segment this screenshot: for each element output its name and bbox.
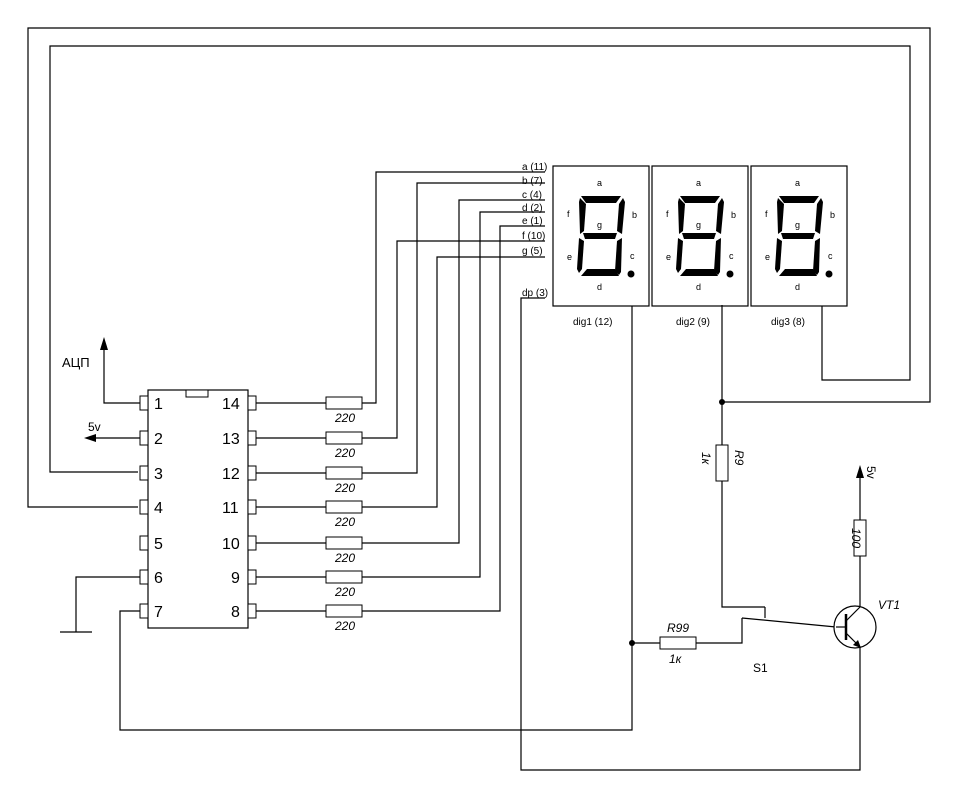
ic-pin-label: 11 (222, 500, 239, 517)
segment-letter: b (632, 210, 637, 220)
ic-pin-label: 4 (154, 500, 163, 517)
segment-letter: d (696, 282, 701, 292)
segment-letter: b (830, 210, 835, 220)
ic-pin-label: 14 (222, 396, 240, 413)
ic-pin-label: 12 (222, 466, 240, 483)
segment-line-label: d (2) (522, 203, 543, 214)
seven-segment-digit-3: a b c d e f g (750, 165, 848, 307)
ic-pin-label: 2 (154, 431, 163, 448)
arrow-up-icon (100, 337, 108, 350)
resistor-r9-value: 1к (699, 452, 713, 466)
segment-line-label: f (10) (522, 231, 545, 242)
segment-letter: c (630, 251, 635, 261)
segment-letter: e (567, 252, 572, 262)
segment-letter: f (666, 209, 669, 219)
switch-label: S1 (753, 661, 768, 675)
segment-letter: d (795, 282, 800, 292)
wire-pin7-dig1 (119, 305, 633, 731)
resistor-value: 220 (334, 585, 355, 599)
segment-letter: e (765, 252, 770, 262)
digit-label: dig3 (8) (771, 317, 805, 328)
resistor-r9-name: R9 (732, 450, 746, 466)
seven-segment-digit-2: a b c d e f g (651, 165, 749, 307)
ic-pin-label: 3 (154, 466, 163, 483)
supply-label-right: 5v (864, 466, 878, 479)
resistor-r9 (715, 444, 729, 482)
arrow-left-icon (84, 434, 96, 442)
ic-pin-label: 13 (222, 431, 240, 448)
resistor-value: 220 (334, 551, 355, 565)
digit-label: dig1 (12) (573, 317, 612, 328)
resistor-100-value: 100 (849, 528, 863, 548)
wire-dp (520, 297, 861, 771)
adc-label: АЦП (62, 355, 90, 370)
segment-letter: f (765, 209, 768, 219)
resistor-value: 220 (334, 411, 355, 425)
ic-pin-label: 6 (154, 570, 163, 587)
switch-s1-blade (741, 617, 837, 628)
ic-left-pin-stubs (139, 395, 149, 619)
junction-dot (719, 399, 725, 405)
segment-letter: a (597, 178, 602, 188)
ic-pin-label: 9 (231, 570, 240, 587)
segment-letter: d (597, 282, 602, 292)
segment-letter: e (666, 252, 671, 262)
segment-letter: a (696, 178, 701, 188)
ic-chip: 1 2 3 4 5 6 7 14 13 12 11 10 9 8 (139, 389, 257, 629)
transistor-label: VT1 (878, 598, 900, 612)
segment-letter: c (828, 251, 833, 261)
segment-letter: b (731, 210, 736, 220)
wire-adc (103, 350, 140, 404)
segment-letter: f (567, 209, 570, 219)
segment-line-label: b (7) (522, 176, 543, 187)
segment-line-label: e (1) (522, 216, 543, 227)
ic-pin-label: 5 (154, 536, 163, 553)
resistor-r99-name: R99 (667, 621, 689, 635)
ic-pin-label: 10 (222, 536, 240, 553)
resistor-r99 (659, 636, 697, 650)
segment-letter: g (795, 220, 800, 230)
segment-resistors: 220 220 220 220 220 220 220 (256, 171, 861, 771)
wire-ground (75, 576, 140, 632)
wire-r9-switch (721, 481, 765, 608)
ic-pin-label: 8 (231, 604, 240, 621)
resistor-value: 220 (334, 481, 355, 495)
segment-letter: a (795, 178, 800, 188)
segment-letter: g (597, 220, 602, 230)
segment-line-label: a (11) (522, 162, 547, 173)
ic-pin-label: 7 (154, 604, 163, 621)
segment-letter: g (696, 220, 701, 230)
segment-line-label: dp (3) (522, 288, 548, 299)
emitter-arrow-icon (853, 640, 861, 648)
resistor-value: 220 (334, 515, 355, 529)
segment-letter: c (729, 251, 734, 261)
resistor-value: 220 (334, 446, 355, 460)
supply-label-left: 5v (88, 420, 101, 434)
arrow-up-icon (856, 465, 864, 478)
wire-r99-switch (696, 618, 743, 644)
ic-pin-label: 1 (154, 396, 163, 413)
ic-right-pin-stubs (247, 395, 257, 619)
seven-segment-digit-1: a b c d e f g (552, 165, 650, 307)
segment-line-label: c (4) (522, 190, 542, 201)
segment-line-label: g (5) (522, 246, 543, 257)
resistor-r99-value: 1к (669, 652, 683, 666)
transistor-vt1 (833, 605, 877, 649)
digit-label: dig2 (9) (676, 317, 710, 328)
wire-pin3-loop (49, 45, 911, 473)
resistor-value: 220 (334, 619, 355, 633)
wire-pin4-loop (27, 27, 931, 508)
